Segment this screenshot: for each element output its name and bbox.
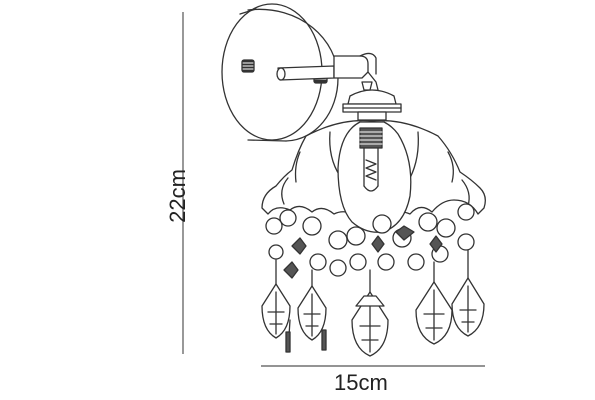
mounting-screw	[241, 59, 255, 73]
sconce	[221, 3, 486, 357]
crystal-garland	[265, 203, 475, 279]
width-dimension-label: 15cm	[334, 370, 388, 395]
lamp-holder	[342, 89, 402, 121]
crystal-pendant	[415, 261, 453, 345]
sconce-arm	[276, 52, 379, 91]
light-bulb	[337, 121, 412, 233]
crystal-pendant	[261, 259, 291, 339]
crystal-pendant	[351, 269, 389, 357]
crystal-pendant	[451, 249, 485, 337]
crystal-pendant	[285, 269, 327, 353]
height-dimension-label: 22cm	[165, 169, 190, 223]
